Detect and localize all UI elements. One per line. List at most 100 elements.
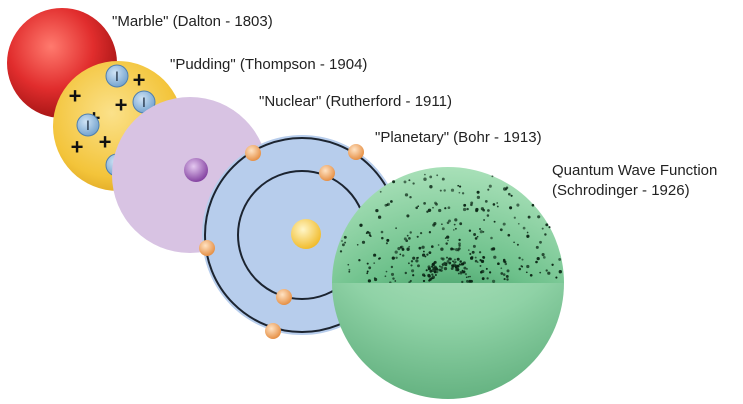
probability-dot bbox=[494, 221, 496, 223]
probability-dot bbox=[386, 242, 388, 244]
probability-dot bbox=[423, 280, 425, 282]
probability-dot bbox=[482, 256, 485, 259]
probability-dot bbox=[477, 191, 480, 194]
probability-dot bbox=[395, 250, 398, 253]
probability-dot bbox=[406, 214, 409, 217]
probability-dot bbox=[429, 185, 432, 188]
probability-dot bbox=[503, 273, 506, 276]
probability-dot bbox=[518, 257, 520, 259]
probability-dot bbox=[491, 175, 493, 177]
probability-dot bbox=[558, 258, 561, 261]
probability-dot bbox=[527, 232, 529, 234]
probability-dot bbox=[392, 277, 394, 279]
probability-dot bbox=[481, 207, 484, 210]
probability-dot bbox=[395, 227, 397, 229]
probability-dot bbox=[442, 264, 444, 266]
probability-dot bbox=[469, 253, 471, 255]
probability-dot bbox=[503, 223, 506, 226]
probability-dot bbox=[523, 227, 526, 230]
probability-dot bbox=[526, 265, 529, 268]
probability-dot bbox=[486, 277, 488, 279]
probability-dot bbox=[340, 250, 342, 252]
probability-dot bbox=[453, 261, 456, 264]
probability-dot bbox=[530, 274, 533, 277]
probability-dot bbox=[466, 276, 468, 278]
probability-dot bbox=[406, 248, 409, 251]
positive-charge-symbol: + bbox=[71, 135, 84, 160]
probability-dot bbox=[446, 257, 448, 259]
probability-dot bbox=[386, 271, 388, 273]
probability-dot bbox=[519, 268, 522, 271]
probability-dot bbox=[405, 272, 407, 274]
probability-dot bbox=[417, 257, 419, 259]
probability-dot bbox=[535, 261, 538, 264]
probability-dot bbox=[458, 247, 461, 250]
probability-dot bbox=[448, 219, 451, 222]
probability-dot bbox=[432, 276, 435, 279]
probability-dot bbox=[392, 180, 395, 183]
electron bbox=[348, 144, 364, 160]
probability-dot bbox=[459, 271, 461, 273]
probability-dot bbox=[380, 191, 382, 193]
probability-dot bbox=[518, 223, 520, 225]
probability-dot bbox=[446, 235, 449, 238]
probability-dot bbox=[551, 264, 553, 266]
probability-dot bbox=[441, 223, 443, 225]
probability-dot bbox=[391, 266, 393, 268]
probability-dot bbox=[381, 237, 384, 240]
probability-dot bbox=[442, 227, 445, 230]
probability-dot bbox=[500, 272, 503, 275]
negative-charge-symbol: I bbox=[142, 94, 146, 110]
probability-dot bbox=[493, 203, 496, 206]
probability-dot bbox=[496, 202, 498, 204]
probability-dot bbox=[463, 267, 466, 270]
probability-dot bbox=[472, 251, 475, 254]
probability-dot bbox=[437, 269, 439, 271]
probability-dot bbox=[423, 202, 426, 205]
probability-dot bbox=[521, 266, 523, 268]
probability-dot bbox=[480, 265, 482, 267]
probability-dot bbox=[405, 193, 408, 196]
probability-dot bbox=[426, 211, 428, 213]
probability-dot bbox=[453, 229, 455, 231]
probability-dot bbox=[434, 269, 436, 271]
probability-dot bbox=[539, 241, 542, 244]
probability-dot bbox=[374, 278, 377, 281]
negative-charge: I bbox=[106, 65, 128, 87]
positive-charge-symbol: + bbox=[99, 130, 112, 155]
probability-dot bbox=[438, 244, 440, 246]
probability-dot bbox=[483, 219, 485, 221]
probability-dot bbox=[453, 264, 456, 267]
probability-dot bbox=[546, 269, 548, 271]
probability-dot bbox=[424, 174, 426, 176]
probability-dot bbox=[460, 260, 462, 262]
probability-dot bbox=[489, 185, 492, 188]
probability-dot bbox=[348, 271, 350, 273]
probability-dot bbox=[461, 271, 464, 274]
probability-dot bbox=[487, 214, 490, 217]
positive-charge-symbol: + bbox=[133, 68, 146, 93]
probability-dot bbox=[475, 257, 477, 259]
probability-dot bbox=[423, 251, 425, 253]
probability-dot bbox=[497, 206, 499, 208]
probability-dot bbox=[457, 258, 460, 261]
probability-dot bbox=[503, 259, 506, 262]
probability-dot bbox=[537, 215, 540, 218]
thompson-label: "Pudding" (Thompson - 1904) bbox=[170, 56, 367, 74]
probability-dot bbox=[412, 182, 414, 184]
probability-dot bbox=[440, 248, 443, 251]
probability-dot bbox=[381, 231, 384, 234]
probability-dot bbox=[378, 258, 380, 260]
probability-dot bbox=[373, 262, 375, 264]
schrodinger-quantum-model bbox=[332, 167, 564, 399]
probability-dot bbox=[547, 272, 550, 275]
probability-dot bbox=[411, 269, 414, 272]
probability-dot bbox=[526, 271, 528, 273]
probability-dot bbox=[466, 208, 468, 210]
schrodinger-label-line1: Quantum Wave Function bbox=[552, 162, 717, 180]
probability-dot bbox=[500, 267, 502, 269]
probability-dot bbox=[431, 273, 433, 275]
probability-dot bbox=[479, 251, 481, 253]
probability-dot bbox=[394, 280, 396, 282]
probability-dot bbox=[342, 243, 345, 246]
